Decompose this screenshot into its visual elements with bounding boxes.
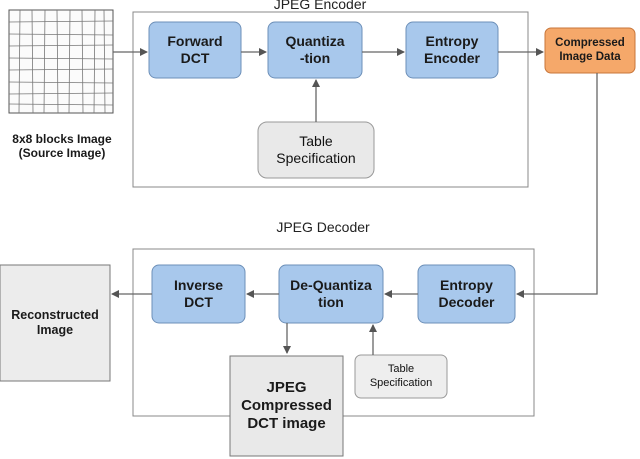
quantization-label: Quantiza -tion xyxy=(285,33,345,66)
encoder-frame xyxy=(132,11,529,188)
flow-arrows xyxy=(111,48,598,355)
quantization-box xyxy=(267,21,363,79)
table-spec-decoder-label: Table Specification xyxy=(369,363,433,389)
inverse-dct-label: Inverse DCT xyxy=(173,277,224,310)
forward-dct-box xyxy=(148,21,242,79)
reconstructed-image-box xyxy=(0,264,111,382)
entropy-encoder-label: Entropy Encoder xyxy=(423,33,480,66)
entropy-encoder-box xyxy=(405,21,499,79)
decoder-title: JPEG Decoder xyxy=(276,219,370,235)
source-image-caption: 8x8 blocks Image (Source Image) xyxy=(12,131,112,160)
entropy-decoder-label: Entropy Decoder xyxy=(438,277,495,310)
encoder-title: JPEG Encoder xyxy=(273,0,367,12)
dequantization-label: De-Quantiza tion xyxy=(290,277,372,310)
table-spec-encoder-label: Table Specification xyxy=(276,133,356,166)
compressed-data-label: Compressed Image Data xyxy=(555,36,625,63)
compressed-dct-box xyxy=(229,355,344,457)
table-spec-decoder-box xyxy=(354,354,448,399)
compressed-dct-label: JPEG Compressed DCT image xyxy=(241,379,332,432)
forward-dct-label: Forward DCT xyxy=(167,33,223,66)
source-image-grid xyxy=(8,9,114,114)
arrow-compressed-to-decoder xyxy=(516,73,598,298)
compressed-data-box xyxy=(544,27,636,74)
reconstructed-image-label: Reconstructed Image xyxy=(11,308,99,337)
